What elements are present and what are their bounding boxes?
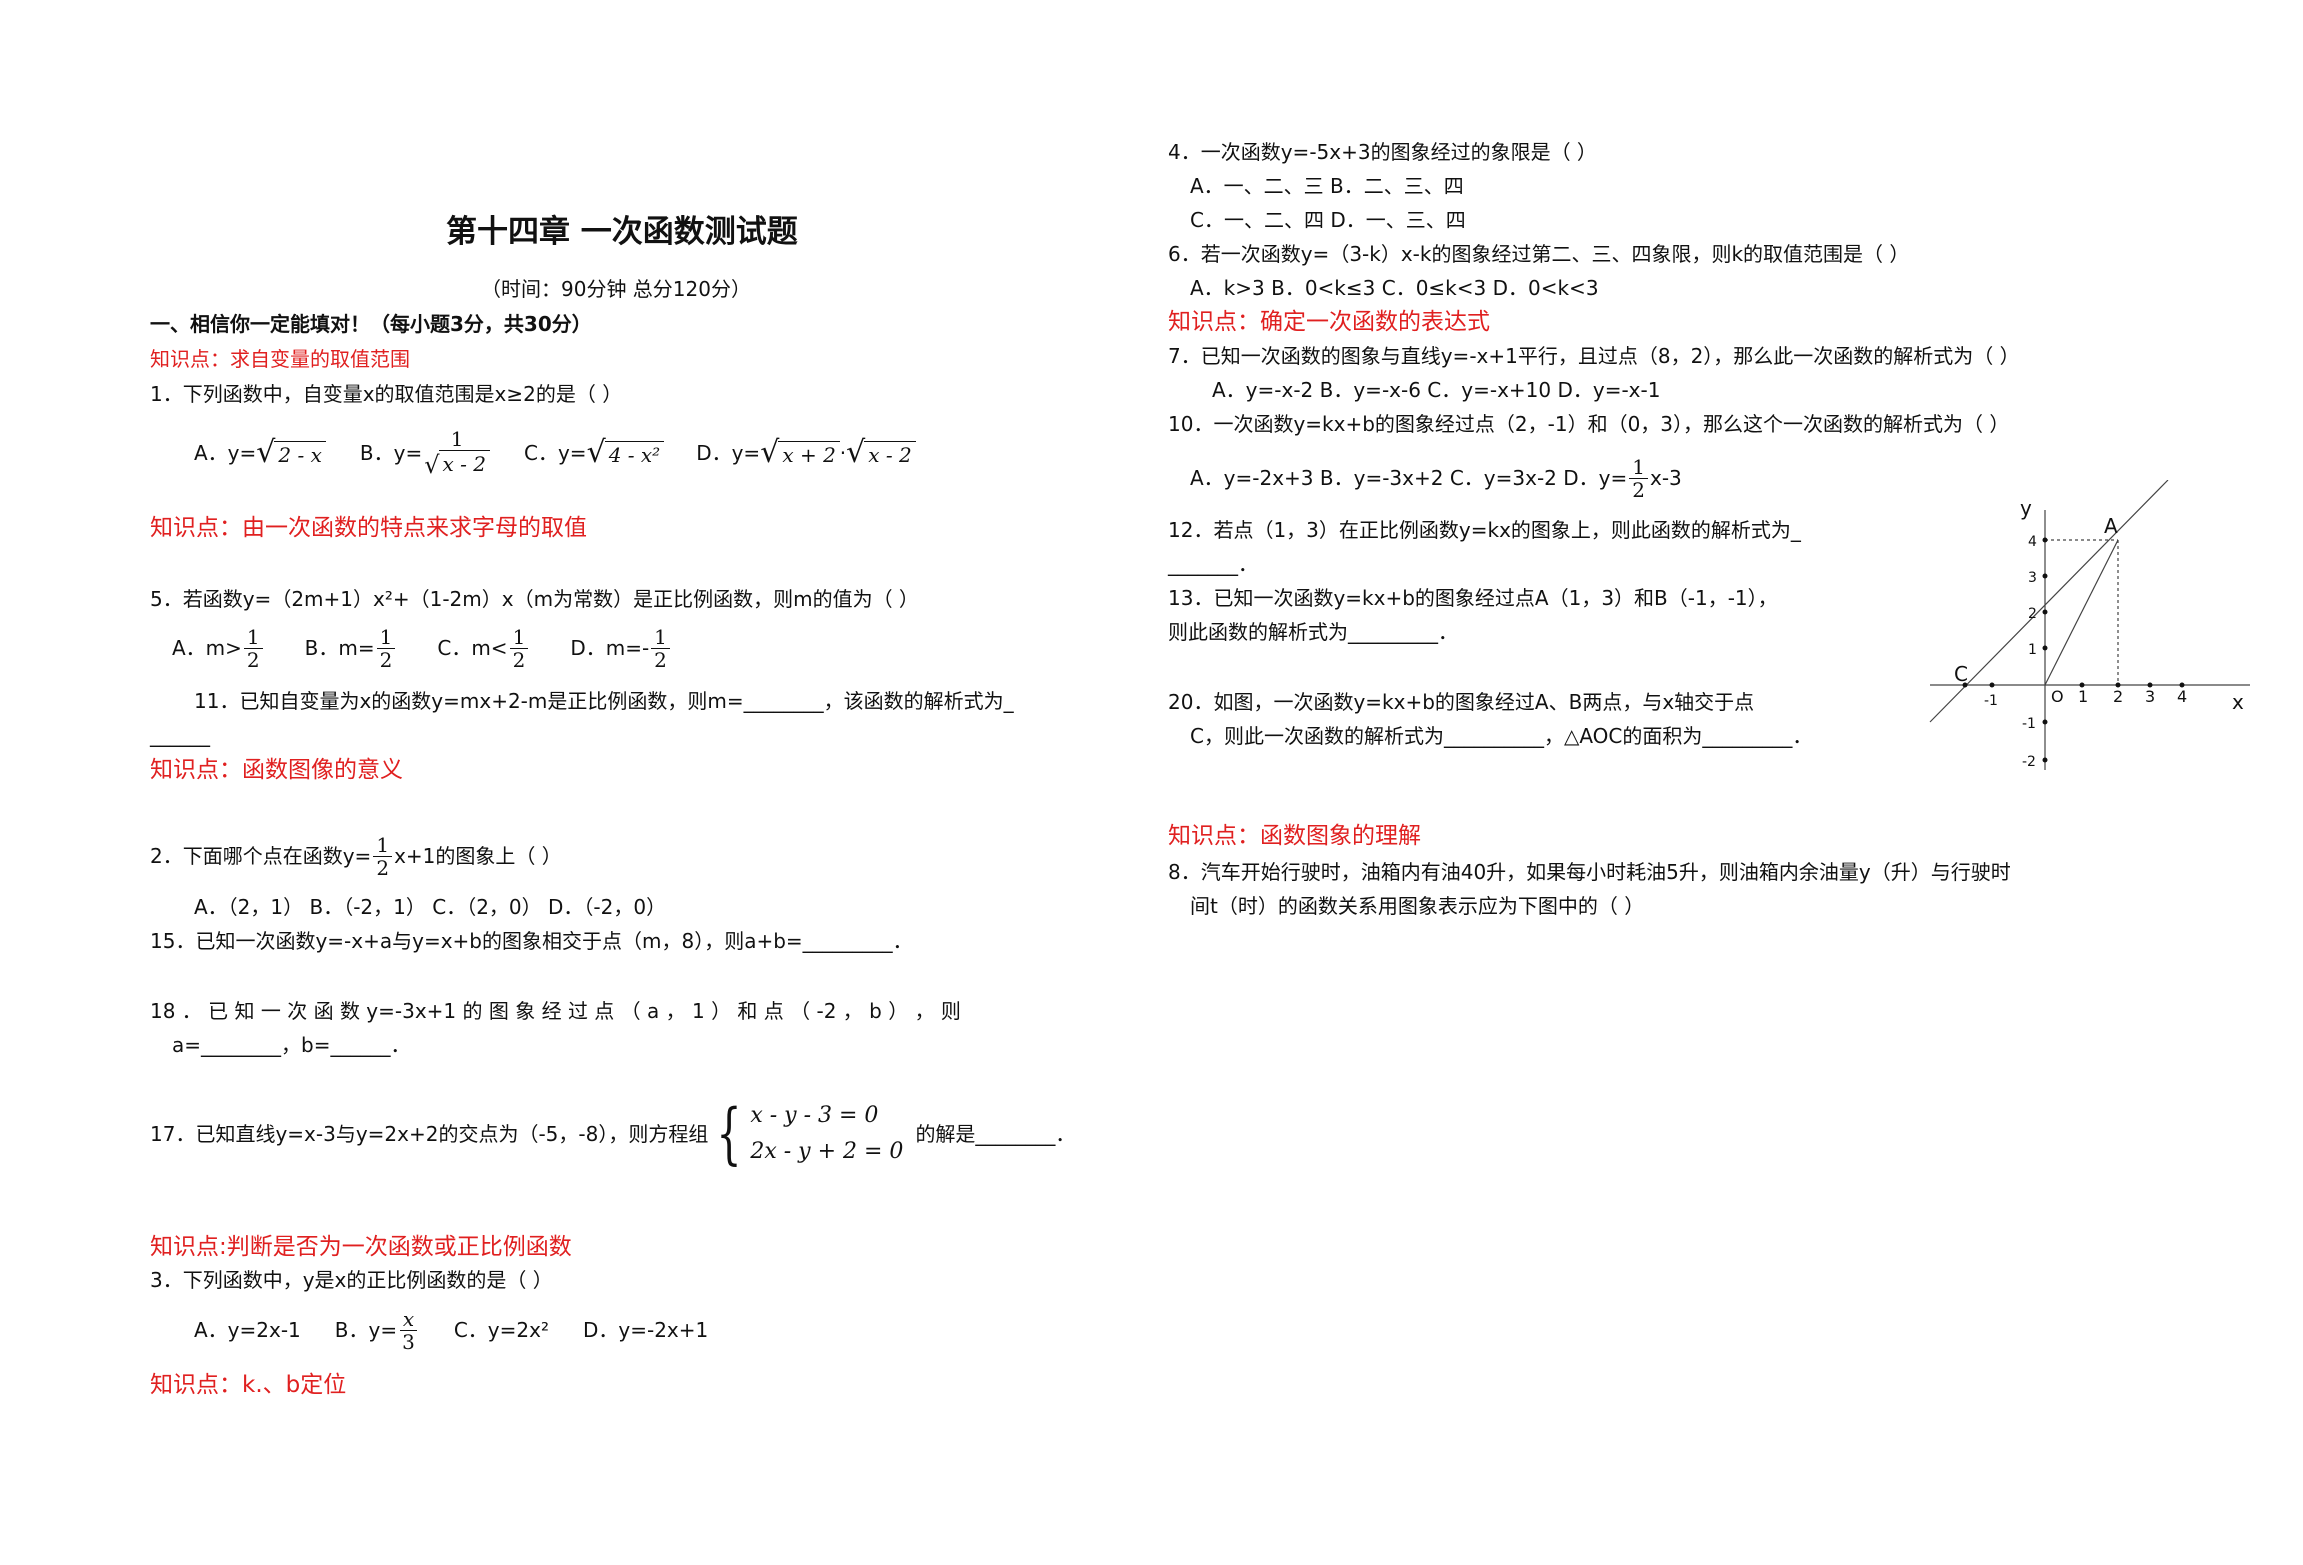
tick-dot <box>2115 682 2121 688</box>
x-tick-label: -1 <box>1984 693 1998 709</box>
point-a-label: A <box>2104 514 2118 538</box>
q1-option-d: D．y= <box>696 440 761 465</box>
y-tick-label: 3 <box>2028 570 2037 586</box>
tick-dot <box>2042 719 2048 725</box>
knowledge-point-4: 知识点:判断是否为一次函数或正比例函数 <box>150 1234 572 1260</box>
knowledge-point-1: 知识点：求自变量的取值范围 <box>150 347 410 371</box>
tick-dot <box>1962 682 1968 688</box>
question-20-continued: C，则此一次函数的解析式为__________，△AOC的面积为________… <box>1190 724 1813 748</box>
tick-dot <box>1989 682 1995 688</box>
question-5: 5．若函数y=（2m+1）x²+（1-2m）x（m为常数）是正比例函数，则m的值… <box>150 587 919 611</box>
question-2-options: A．（2，1） B．（-2，1） C．（2，0） D．（-2，0） <box>194 895 667 919</box>
question-11-continued: ______ <box>150 723 210 747</box>
question-8-continued: 间t（时）的函数关系用图象表示应为下图中的（ ） <box>1190 894 1645 918</box>
y-axis-label: y <box>2020 496 2032 520</box>
question-12: 12．若点（1，3）在正比例函数y=kx的图象上，则此函数的解析式为_ <box>1168 518 1801 542</box>
question-4-options-ab: A．一、二、三 B．二、三、四 <box>1190 174 1464 198</box>
tick-dot <box>2042 757 2048 763</box>
question-1: 1．下列函数中，自变量x的取值范围是x≥2的是（ ） <box>150 382 623 406</box>
knowledge-point-7: 知识点：函数图象的理解 <box>1168 823 1421 849</box>
page-subtitle: （时间：90分钟 总分120分） <box>481 277 751 301</box>
tick-dot <box>2042 573 2048 579</box>
question-4-options-cd: C．一、二、四 D．一、三、四 <box>1190 208 1466 232</box>
tick-dot <box>2147 682 2153 688</box>
question-7: 7．已知一次函数的图象与直线y=-x+1平行，且过点（8，2），那么此一次函数的… <box>1168 344 2020 368</box>
question-13-continued: 则此函数的解析式为_________． <box>1168 620 1458 644</box>
knowledge-point-2: 知识点：由一次函数的特点来求字母的取值 <box>150 515 587 541</box>
question-6-options: A．k>3 B．0<k≤3 C．0≤k<3 D．0<k<3 <box>1190 276 1599 300</box>
x-tick-label: 2 <box>2113 687 2123 706</box>
y-tick-label: 4 <box>2028 534 2037 550</box>
question-20: 20．如图，一次函数y=kx+b的图象经过A、B两点，与x轴交于点 <box>1168 690 1755 714</box>
question-1-options: A．y= √2 - x B．y= 1√x - 2 C．y= √4 - x² D．… <box>194 428 916 477</box>
q5-option-a: A．m> <box>172 636 242 660</box>
tick-dot <box>2079 682 2085 688</box>
coordinate-graph: y x A C O -1 1 2 3 4 4 3 2 1 -1 -2 <box>1929 480 2250 770</box>
line-oa <box>2044 539 2119 686</box>
question-12-continued: _______． <box>1168 552 1258 576</box>
question-18-continued: a=________，b=______． <box>172 1033 411 1057</box>
q1-option-a: A．y= <box>194 440 257 465</box>
sqrt-expression: √x + 2 <box>760 437 840 468</box>
y-tick-label: -2 <box>2022 754 2036 770</box>
line-through-a-and-c <box>1929 480 2169 723</box>
origin-label: O <box>2051 687 2064 706</box>
point-c-label: C <box>1954 662 1968 686</box>
q5-option-c: C．m< <box>437 636 508 660</box>
question-6: 6．若一次函数y=（3-k）x-k的图象经过第二、三、四象限，则k的取值范围是（… <box>1168 242 1910 266</box>
question-4: 4．一次函数y=-5x+3的图象经过的象限是（ ） <box>1168 140 1597 164</box>
dot-operator: · <box>839 440 847 465</box>
sqrt-expression: √2 - x <box>256 437 326 468</box>
tick-dot <box>2042 537 2048 543</box>
question-11: 11．已知自变量为x的函数y=mx+2-m是正比例函数，则m=________，… <box>194 689 1014 713</box>
question-18: 18 ． 已 知 一 次 函 数 y=-3x+1 的 图 象 经 过 点 （ a… <box>150 999 961 1023</box>
page-title: 第十四章 一次函数测试题 <box>446 214 798 250</box>
y-tick-label: -1 <box>2022 716 2036 732</box>
knowledge-point-6: 知识点：确定一次函数的表达式 <box>1168 309 1490 335</box>
q5-option-d: D．m=- <box>570 636 650 660</box>
sqrt-expression: √4 - x² <box>587 437 665 468</box>
question-3: 3．下列函数中，y是x的正比例函数的是（ ） <box>150 1268 553 1292</box>
brace: { <box>716 1095 742 1172</box>
y-tick-label: 2 <box>2028 606 2037 622</box>
q1-option-c: C．y= <box>524 440 587 465</box>
x-tick-label: 3 <box>2145 687 2155 706</box>
question-8: 8．汽车开始行驶时，油箱内有油40升，如果每小时耗油5升，则油箱内余油量y（升）… <box>1168 860 2011 884</box>
tick-dot <box>2042 645 2048 651</box>
knowledge-point-3: 知识点：函数图像的意义 <box>150 757 403 783</box>
question-10: 10．一次函数y=kx+b的图象经过点（2，-1）和（0，3），那么这个一次函数… <box>1168 412 2010 436</box>
sqrt-expression: √x - 2 <box>846 437 916 468</box>
q5-option-b: B．m= <box>304 636 375 660</box>
tick-dot <box>2179 682 2185 688</box>
y-tick-label: 1 <box>2028 642 2037 658</box>
q1-option-b: B．y= <box>359 440 423 465</box>
fraction: 1√x - 2 <box>424 428 490 477</box>
question-17: 17．已知直线y=x-3与y=2x+2的交点为（-5，-8），则方程组 { x … <box>150 1095 1076 1172</box>
question-13: 13．已知一次函数y=kx+b的图象经过点A（1，3）和B（-1，-1）， <box>1168 586 1778 610</box>
tick-dot <box>2042 609 2048 615</box>
question-7-options: A．y=-x-2 B．y=-x-6 C．y=-x+10 D．y=-x-1 <box>1212 378 1661 402</box>
question-15: 15．已知一次函数y=-x+a与y=x+b的图象相交于点（m，8），则a+b=_… <box>150 929 913 953</box>
section-heading: 一、相信你一定能填对！（每小题3分，共30分） <box>150 312 592 336</box>
x-tick-label: 1 <box>2078 687 2088 706</box>
x-tick-label: 4 <box>2177 687 2187 706</box>
x-axis-label: x <box>2232 690 2244 714</box>
knowledge-point-5: 知识点：k.、b定位 <box>150 1372 347 1398</box>
